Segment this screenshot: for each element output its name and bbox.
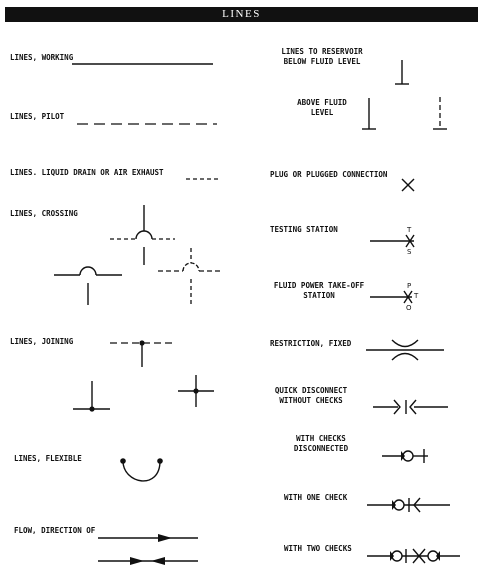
crossing-solid-symbol (54, 266, 122, 305)
restriction-fixed-symbol (366, 339, 444, 361)
joining-tee-symbol (73, 381, 110, 412)
letter-testing-s: S (407, 248, 412, 256)
label-above-line1: ABOVE FLUID (297, 98, 347, 107)
label-lines-flexible: LINES, FLEXIBLE (14, 454, 82, 463)
label-testing-station: TESTING STATION (270, 225, 338, 234)
reservoir-above-solid-symbol (362, 98, 376, 130)
label-lines-pilot: LINES, PILOT (10, 112, 65, 121)
label-takeoff: FLUID POWER TAKE-OFF STATION (264, 281, 374, 301)
crossing-dashed-symbol (110, 205, 175, 265)
label-takeoff-line1: FLUID POWER TAKE-OFF (273, 281, 365, 290)
reservoir-above-dashed-symbol (433, 97, 447, 130)
label-checks-line2: DISCONNECTED (293, 444, 349, 453)
flow-direction-symbol (98, 534, 198, 565)
label-takeoff-line2: STATION (303, 291, 335, 300)
label-flow-direction: FLOW, DIRECTION OF (14, 526, 96, 535)
label-above-fluid: ABOVE FLUID LEVEL (286, 98, 358, 118)
label-with-checks: WITH CHECKS DISCONNECTED (276, 434, 366, 454)
label-quick-disconnect: QUICK DISCONNECT WITHOUT CHECKS (266, 386, 356, 406)
letter-takeoff-p: P (407, 282, 412, 290)
page-title: LINES (222, 8, 261, 20)
testing-station-symbol (370, 234, 415, 248)
label-plug: PLUG OR PLUGGED CONNECTION (270, 170, 388, 179)
label-above-line2: LEVEL (310, 108, 334, 117)
label-two-checks: WITH TWO CHECKS (284, 544, 352, 553)
crossing-mixed-symbol (158, 248, 221, 306)
label-lines-working: LINES, WORKING (10, 53, 74, 62)
label-reservoir-line1: LINES TO RESERVOIR (281, 47, 363, 56)
flexible-line-symbol (120, 458, 163, 482)
label-qd-line1: QUICK DISCONNECT (274, 386, 348, 395)
reservoir-below-symbol (395, 60, 409, 85)
joining-cross-symbol (178, 375, 214, 407)
label-one-check: WITH ONE CHECK (284, 493, 348, 502)
two-checks-symbol (367, 548, 460, 564)
takeoff-station-symbol (370, 290, 413, 304)
label-checks-line1: WITH CHECKS (296, 434, 346, 443)
label-qd-line2: WITHOUT CHECKS (279, 396, 343, 405)
letter-testing-t: T (407, 226, 412, 234)
label-restriction: RESTRICTION, FIXED (270, 339, 352, 348)
label-lines-crossing: LINES, CROSSING (10, 209, 78, 218)
letter-takeoff-t: T (414, 292, 419, 300)
label-reservoir-line2: BELOW FLUID LEVEL (283, 57, 361, 66)
label-lines-joining: LINES, JOINING (10, 337, 74, 346)
checks-disconnected-symbol (382, 449, 428, 463)
label-reservoir: LINES TO RESERVOIR BELOW FLUID LEVEL (262, 47, 382, 67)
one-check-symbol (367, 497, 450, 513)
letter-takeoff-o: O (406, 304, 412, 312)
title-banner: LINES (5, 7, 478, 22)
joining-dashed-symbol (110, 340, 172, 367)
plug-cross-symbol (401, 178, 415, 192)
quick-disconnect-symbol (373, 399, 448, 415)
label-lines-drain: LINES. LIQUID DRAIN OR AIR EXHAUST (10, 168, 164, 177)
